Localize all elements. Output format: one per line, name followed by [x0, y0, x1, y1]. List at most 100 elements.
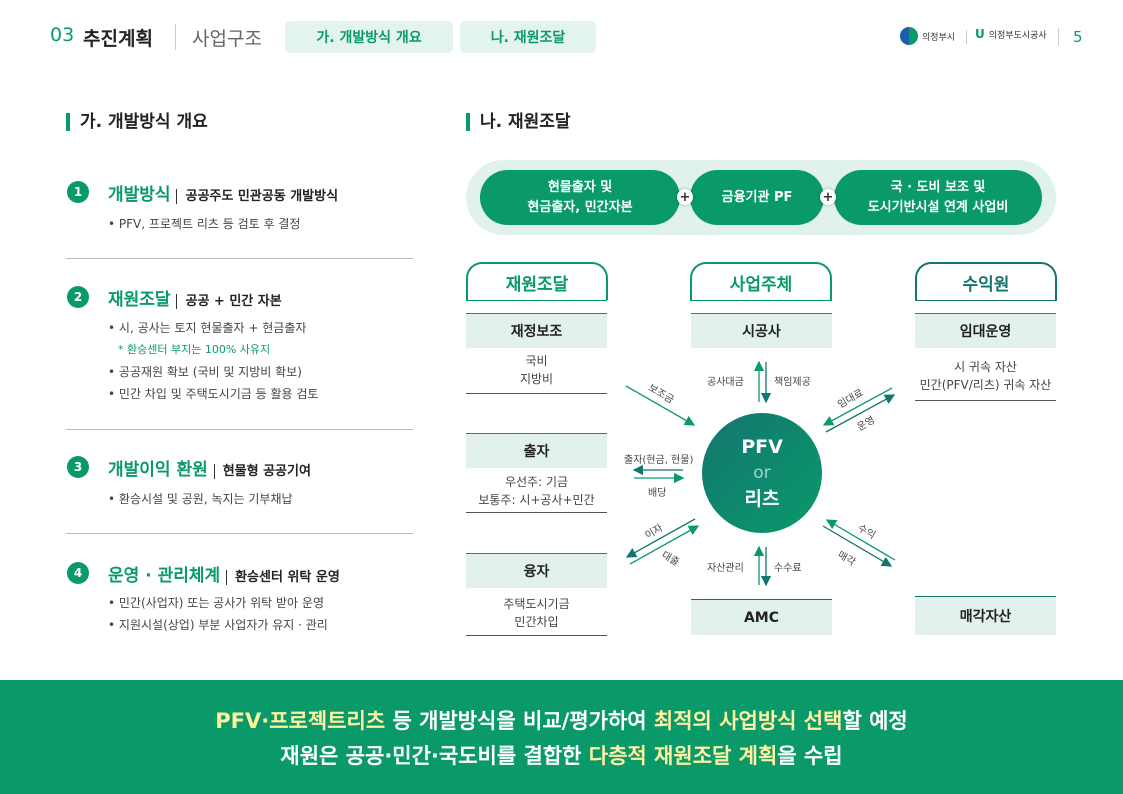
item-title-text: 개발이익 환원 — [108, 460, 208, 480]
item-title-text: 운영 · 관리체계 — [108, 566, 221, 586]
pill-line: 현물출자 및 — [547, 179, 613, 195]
entity-box-contractor: 시공사 — [691, 313, 832, 348]
detail-line: 보통주: 시+공사+민간 — [478, 493, 595, 507]
item-number: 2 — [67, 286, 89, 308]
flow-label: 배당 — [648, 488, 667, 499]
highlight: PFV·프로젝트리츠 — [215, 709, 386, 733]
left-section-title: 가. 개발방식 개요 — [66, 113, 208, 131]
divider — [175, 24, 176, 50]
column-header-funding: 재원조달 — [466, 262, 608, 300]
bullet: 공공재원 확보 (국비 및 지방비 확보) — [108, 361, 318, 383]
detail-line: 민간차입 — [514, 615, 559, 629]
entity-box-amc: AMC — [691, 599, 832, 635]
funding-box: 재정보조 — [466, 313, 607, 348]
item-number: 4 — [67, 562, 89, 584]
divider — [690, 300, 832, 301]
item-subtitle: 현물형 공공기여 — [213, 464, 311, 479]
summary-banner: PFV·프로젝트리츠 등 개발방식을 비교/평가하여 최적의 사업방식 선택할 … — [0, 680, 1123, 794]
flow-label: 책임제공 — [774, 377, 811, 388]
column-header-entity: 사업주체 — [690, 262, 832, 300]
bullet: 환승시설 및 공원, 녹지는 기부채납 — [108, 488, 293, 510]
banner-text: 등 개발방식을 비교/평가하여 — [385, 709, 654, 733]
bullet: 시, 공사는 토지 현물출자 + 현금출자 — [108, 317, 318, 339]
banner-text: 을 수립 — [777, 744, 843, 768]
pill-line: 현금출자, 민간자본 — [527, 199, 633, 215]
detail-line: 시 귀속 자산 — [954, 360, 1017, 374]
bullet: 지원시설(상업) 부분 사업자가 유지 · 관리 — [108, 614, 328, 636]
item-title-text: 재원조달 — [108, 290, 171, 310]
highlight: 최적의 사업방식 선택 — [653, 709, 843, 733]
bullet: 민간(사업자) 또는 공사가 위탁 받아 운영 — [108, 592, 328, 614]
item-title-text: 개발방식 — [108, 185, 171, 205]
detail-line: 지방비 — [519, 372, 554, 386]
item-bullets: PFV, 프로젝트 리츠 등 검토 후 결정 — [108, 213, 301, 235]
corp-logo-icon: U — [975, 27, 985, 41]
bullet: PFV, 프로젝트 리츠 등 검토 후 결정 — [108, 213, 301, 235]
item-title: 운영 · 관리체계 환승센터 위탁 운영 — [108, 561, 340, 586]
tab-funding[interactable]: 나. 재원조달 — [460, 21, 596, 53]
flow-label: 수수료 — [774, 563, 802, 574]
item-bullets: 시, 공사는 토지 현물출자 + 현금출자 * 환승센터 부지는 100% 사유… — [108, 317, 318, 405]
item-subtitle: 공공주도 민관공동 개발방식 — [176, 189, 339, 204]
note: * 환승센터 부지는 100% 사유지 — [118, 343, 271, 356]
flow-label: 공사대금 — [707, 377, 744, 388]
column-header-revenue: 수익원 — [915, 262, 1057, 300]
revenue-box: 매각자산 — [915, 596, 1056, 635]
arrow-subsidy — [625, 385, 696, 426]
plus-icon: + — [677, 189, 693, 205]
tab-development-overview[interactable]: 가. 개발방식 개요 — [285, 21, 453, 53]
plus-icon: + — [820, 189, 836, 205]
pill-pf: 금융기관 PF — [690, 170, 824, 225]
item-number: 3 — [67, 456, 89, 478]
city-logo-icon — [900, 27, 918, 45]
arrow-loan — [629, 525, 700, 565]
city-logo: 의정부시 — [900, 27, 955, 45]
city-logo-text: 의정부시 — [922, 32, 956, 43]
flow-label: 출자(현금, 현물) — [624, 455, 694, 466]
divider — [966, 30, 967, 44]
page-subtitle: 사업구조 — [192, 28, 262, 50]
arrow-rent — [822, 387, 893, 426]
funding-box: 융자 — [466, 553, 607, 588]
banner-text: 할 예정 — [842, 709, 908, 733]
flow-arrows — [625, 360, 896, 587]
divider — [1058, 28, 1059, 46]
flow-label: 자산관리 — [707, 563, 744, 574]
bullet: 민간 차입 및 주택도시기금 등 활용 검토 — [108, 383, 319, 405]
banner-line-1: PFV·프로젝트리츠 등 개발방식을 비교/평가하여 최적의 사업방식 선택할 … — [0, 704, 1123, 739]
funding-box: 출자 — [466, 433, 607, 468]
center-label: 리츠 — [744, 488, 780, 510]
item-subtitle: 환승센터 위탁 운영 — [226, 570, 340, 585]
item-subtitle: 공공 + 민간 자본 — [176, 294, 282, 309]
section-title: 추진계획 — [83, 28, 153, 50]
pfv-reits-circle: PFV or 리츠 — [702, 413, 822, 533]
pill-line: 국 · 도비 보조 및 — [890, 179, 986, 195]
banner-text: 재원은 공공·민간·국도비를 결합한 — [280, 744, 589, 768]
arrow-interest — [625, 518, 696, 558]
detail-line: 주택도시기금 — [503, 597, 570, 611]
detail-line: 국비 — [525, 354, 548, 368]
section-number: 03 — [50, 24, 75, 46]
item-bullets: 환승시설 및 공원, 녹지는 기부채납 — [108, 488, 293, 510]
arrow-operation — [825, 394, 896, 433]
divider — [66, 533, 413, 534]
pill-line: 도시기반시설 연계 사업비 — [867, 199, 1009, 215]
item-title: 개발방식 공공주도 민관공동 개발방식 — [108, 180, 339, 205]
center-label: PFV — [741, 436, 783, 458]
arrow-sale — [822, 525, 893, 567]
divider — [66, 429, 413, 430]
item-number: 1 — [67, 181, 89, 203]
detail-line: 우선주: 기금 — [504, 475, 569, 489]
arrow-revenue — [825, 519, 896, 561]
revenue-box: 임대운영 — [915, 313, 1056, 348]
item-title: 재원조달 공공 + 민간 자본 — [108, 285, 282, 310]
corp-logo-text: 의정부도시공사 — [988, 30, 1047, 41]
divider — [66, 258, 413, 259]
